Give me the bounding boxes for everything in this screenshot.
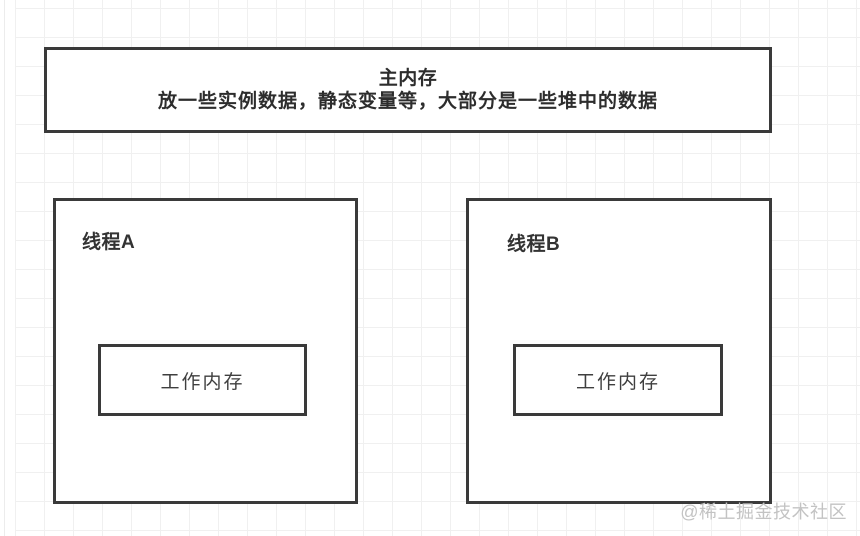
canvas-edge-line [4, 0, 5, 536]
working-memory-b-box: 工作内存 [513, 344, 723, 416]
main-memory-box: 主内存 放一些实例数据，静态变量等，大部分是一些堆中的数据 [44, 47, 772, 133]
working-memory-a-box: 工作内存 [98, 344, 307, 416]
thread-a-box: 线程A 工作内存 [53, 198, 358, 504]
watermark: @稀土掘金技术社区 [680, 502, 847, 522]
working-memory-a-label: 工作内存 [160, 371, 245, 393]
thread-b-box: 线程B 工作内存 [466, 198, 772, 504]
thread-a-label: 线程A [82, 232, 136, 253]
working-memory-b-label: 工作内存 [575, 371, 660, 393]
main-memory-subtitle: 放一些实例数据，静态变量等，大部分是一些堆中的数据 [157, 91, 658, 112]
main-memory-title: 主内存 [378, 68, 438, 89]
thread-b-label: 线程B [507, 234, 561, 255]
